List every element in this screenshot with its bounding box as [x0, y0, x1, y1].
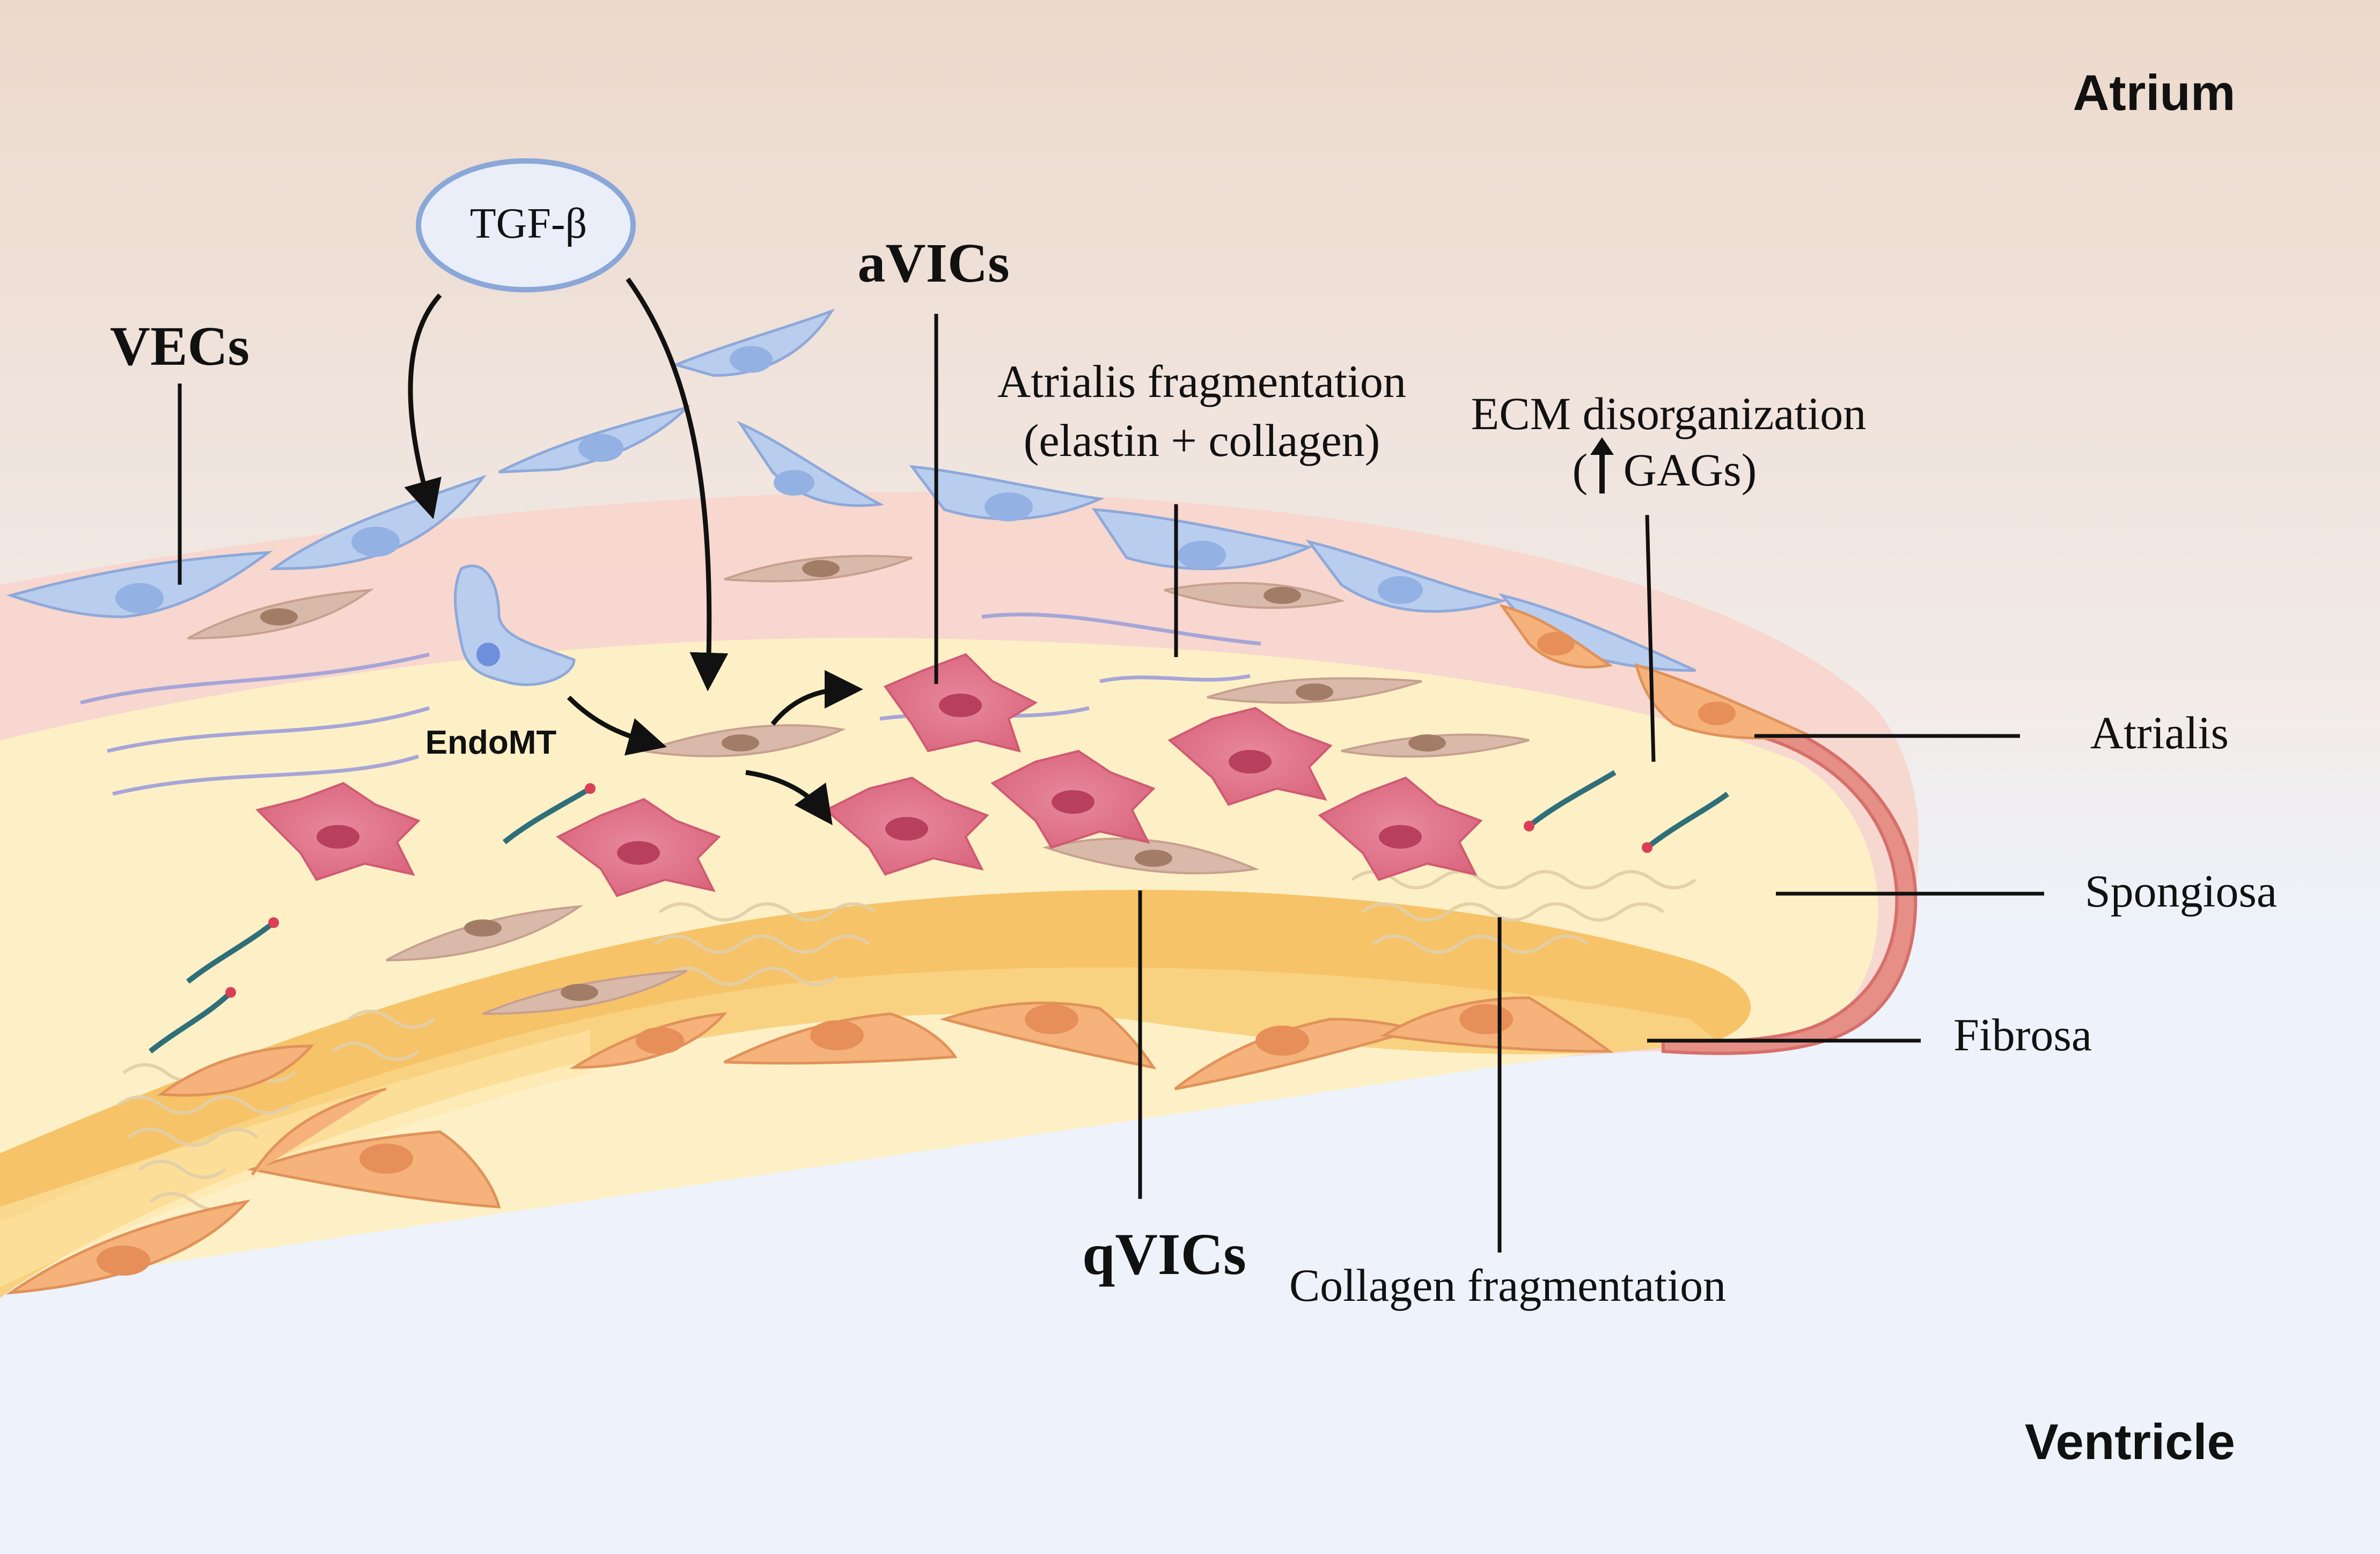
endomt-label: EndoMT — [425, 724, 557, 761]
arrow-to-avic-bottom — [745, 770, 833, 826]
collagen-mesh — [117, 870, 1696, 1211]
labels: Atrium Ventricle VECs aVICs qVICs EndoMT… — [110, 64, 2277, 1470]
region-ventricle-label: Ventricle — [2025, 1413, 2235, 1470]
collagen-frag-label: Collagen fragmentation — [1289, 1260, 1726, 1311]
ecm-line2-prefix: ( — [1573, 444, 1588, 496]
tgf-beta-label: TGF-β — [470, 200, 587, 247]
qvics-label: qVICs — [1082, 1221, 1246, 1287]
atrialis-frag-line2: (elastin + collagen) — [1024, 415, 1380, 466]
tip-endothelium — [1662, 717, 1918, 1055]
atrialis-frag-line1: Atrialis fragmentation — [997, 356, 1406, 407]
fibroblast-cell — [157, 1044, 314, 1097]
avics-label: aVICs — [857, 232, 1009, 294]
arrow-to-avic-top — [770, 670, 863, 726]
ecm-line1: ECM disorganization — [1471, 388, 1867, 439]
fibroblast-cell — [251, 1087, 387, 1176]
avic-cells — [255, 653, 1483, 897]
fibrosa-label: Fibrosa — [1953, 1009, 2092, 1060]
fibroblast-cell — [1634, 663, 1813, 740]
fibroblast-cell — [1174, 1018, 1422, 1091]
fibroblast-cells — [5, 603, 1813, 1295]
tgf-beta-node: TGF-β — [416, 158, 636, 292]
arrow-endomt — [567, 695, 667, 756]
atrialis-label: Atrialis — [2090, 707, 2229, 758]
qvic-cells — [187, 555, 1530, 1015]
region-atrium-label: Atrium — [2073, 64, 2236, 121]
ecm-leader — [1645, 514, 1656, 762]
spongiosa-label: Spongiosa — [2085, 865, 2277, 917]
qvic-cell — [1164, 581, 1345, 609]
vec-cell — [1092, 508, 1313, 570]
gag-molecules — [148, 770, 1729, 1054]
vecs-label: VECs — [110, 315, 249, 377]
leader-lines — [178, 314, 2044, 1253]
arrows — [404, 277, 863, 826]
arrow-tgf-to-qvic — [626, 277, 729, 691]
arrow-tgf-to-vecs — [404, 293, 442, 519]
up-arrow-icon — [1590, 437, 1614, 494]
ecm-line2-suffix: GAGs) — [1624, 444, 1757, 496]
